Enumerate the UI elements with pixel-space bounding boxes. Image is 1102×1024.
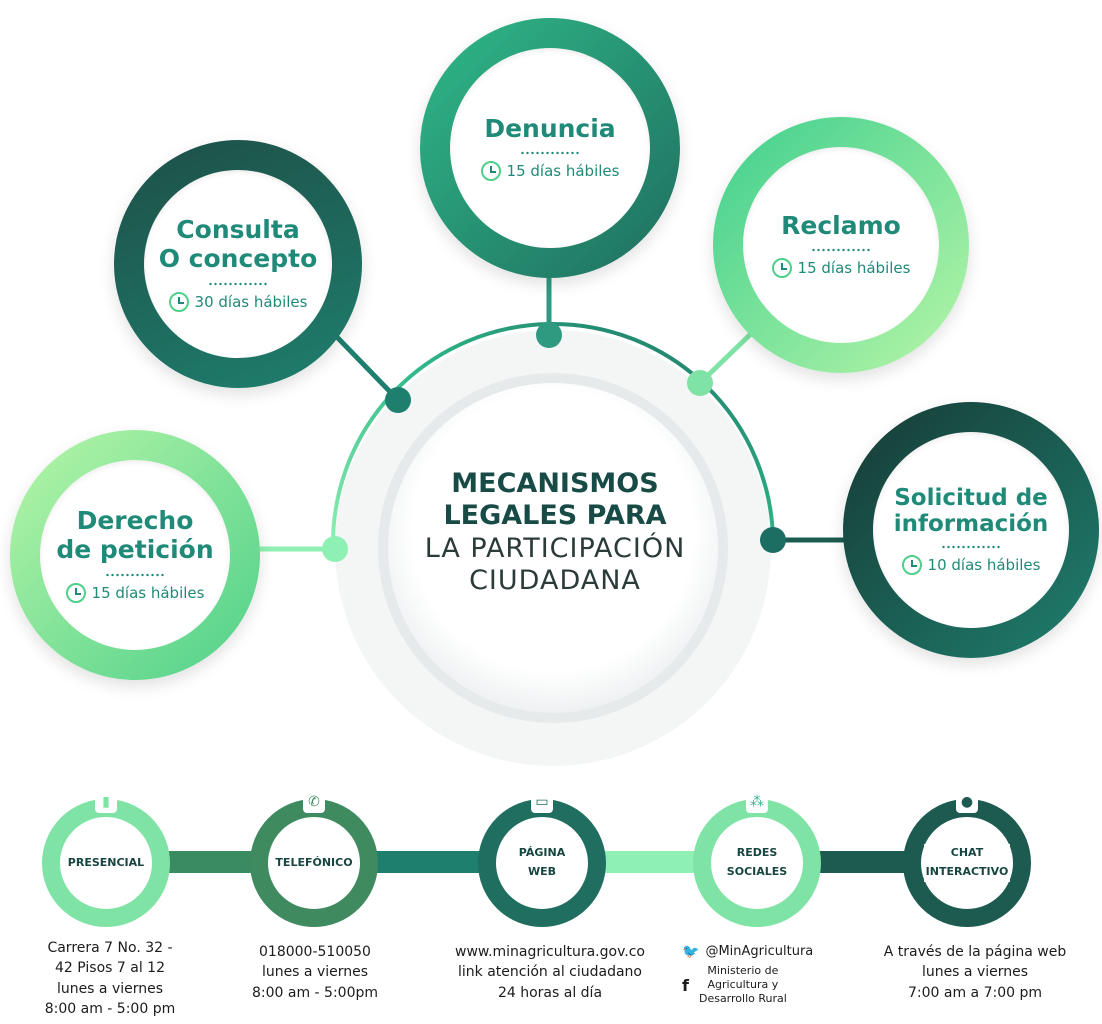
- center-line-2: LEGALES PARA: [443, 500, 667, 532]
- consulta-days: 30 días hábiles: [194, 292, 308, 311]
- channel-band-1: [140, 851, 280, 873]
- facebook-line-2: Agricultura y: [707, 978, 779, 992]
- solicitud-title-2: información: [893, 511, 1049, 537]
- monitor-icon: ▭: [531, 791, 553, 813]
- spoke-consulta: [333, 333, 400, 402]
- node-solicitud: [760, 527, 786, 553]
- building-icon: ▮: [95, 791, 117, 813]
- presencial-line-2: 42 Pisos 7 al 12: [55, 960, 165, 977]
- node-derecho: [322, 536, 348, 562]
- presencial-line-3: lunes a viernes: [56, 980, 164, 997]
- center-line-4: CIUDADANA: [469, 565, 641, 597]
- reclamo-days: 15 días hábiles: [797, 259, 911, 278]
- center-line-3: LA PARTICIPACIÓN: [424, 532, 686, 564]
- telefonico-line-3: 8:00 am - 5:00pm: [251, 984, 379, 1001]
- consulta-dots: [208, 281, 268, 286]
- facebook-line-1: Ministerio de: [707, 964, 779, 978]
- channel-band-4: [800, 851, 930, 873]
- mechanism-derecho-peticion: Derecho de petición 15 días hábiles: [10, 430, 260, 680]
- chat-label-2: INTERACTIVO: [923, 863, 1011, 882]
- telefonico-details: 018000-510050 lunes a viernes 8:00 am - …: [220, 942, 410, 1003]
- facebook-line-3: Desarrollo Rural: [698, 991, 787, 1005]
- derecho-dots: [105, 572, 165, 577]
- mechanism-reclamo: Reclamo 15 días hábiles: [713, 117, 969, 373]
- web-details: www.minagricultura.gov.co link atención …: [430, 942, 670, 1003]
- chat-bubble-icon: ●: [956, 791, 978, 813]
- channel-redes-sociales: REDES SOCIALES: [693, 799, 821, 927]
- phone-icon: ✆: [303, 791, 325, 813]
- denuncia-days: 15 días hábiles: [506, 162, 620, 181]
- web-line-2: link atención al ciudadano: [458, 964, 642, 981]
- channel-chat-interactivo: CHAT INTERACTIVO: [903, 799, 1031, 927]
- chat-details: A través de la página web lunes a vierne…: [860, 942, 1090, 1003]
- node-denuncia: [536, 322, 562, 348]
- presencial-label: PRESENCIAL: [65, 853, 147, 873]
- denuncia-title: Denuncia: [484, 113, 616, 143]
- derecho-days: 15 días hábiles: [91, 583, 205, 602]
- center-title: MECANISMOS LEGALES PARA LA PARTICIPACIÓN…: [390, 468, 720, 598]
- web-label-1: PÁGINA: [516, 844, 568, 863]
- center-line-1: MECANISMOS: [451, 468, 659, 499]
- consulta-title-1: Consulta: [176, 215, 300, 245]
- redes-label-2: SOCIALES: [724, 863, 790, 882]
- reclamo-title: Reclamo: [781, 210, 901, 240]
- clock-icon: [901, 555, 922, 576]
- node-consulta: [385, 387, 411, 413]
- clock-icon: [771, 258, 792, 279]
- mechanism-denuncia: Denuncia 15 días hábiles: [420, 18, 680, 278]
- channel-band-2: [360, 851, 500, 873]
- solicitud-title-1: Solicitud de: [894, 484, 1048, 511]
- clock-icon: [168, 291, 189, 312]
- consulta-title-2: O concepto: [158, 244, 318, 273]
- denuncia-dots: [520, 151, 580, 156]
- telefonico-label: TELEFÓNICO: [273, 853, 355, 873]
- mechanism-solicitud-informacion: Solicitud de información 10 días hábiles: [843, 402, 1099, 658]
- channel-pagina-web: PÁGINA WEB: [478, 799, 606, 927]
- mechanism-consulta: Consulta O concepto 30 días hábiles: [114, 140, 362, 388]
- channel-telefonico: TELEFÓNICO: [250, 799, 378, 927]
- redes-details: 🐦 @MinAgricultura f Ministerio de Agricu…: [682, 942, 842, 1006]
- clock-icon: [480, 161, 501, 182]
- presencial-details: Carrera 7 No. 32 - 42 Pisos 7 al 12 lune…: [10, 938, 210, 1019]
- channel-presencial: PRESENCIAL: [42, 799, 170, 927]
- twitter-handle[interactable]: @MinAgricultura: [705, 943, 814, 959]
- redes-label-1: REDES: [724, 844, 790, 863]
- presencial-line-4: 8:00 am - 5:00 pm: [44, 1000, 176, 1017]
- derecho-title-2: de petición: [56, 535, 214, 564]
- hub-inner-disc: [378, 373, 728, 723]
- presencial-line-1: Carrera 7 No. 32 -: [47, 940, 173, 956]
- telefonico-line-1: 018000-510050: [259, 944, 371, 960]
- solicitud-dots: [941, 545, 1001, 550]
- network-icon: ⁂: [746, 791, 768, 813]
- facebook-icon: f: [682, 976, 689, 996]
- clock-icon: [65, 582, 86, 603]
- chat-label-1: CHAT: [923, 844, 1011, 863]
- web-line-3: 24 horas al día: [497, 984, 603, 1001]
- chat-line-1: A través de la página web: [883, 944, 1067, 960]
- web-label-2: WEB: [516, 863, 568, 882]
- channel-band-3: [585, 851, 725, 873]
- web-line-1[interactable]: www.minagricultura.gov.co: [455, 944, 645, 960]
- reclamo-dots: [811, 248, 871, 253]
- derecho-title-1: Derecho: [76, 506, 194, 536]
- chat-line-2: lunes a viernes: [921, 964, 1029, 981]
- telefonico-line-2: lunes a viernes: [261, 964, 369, 981]
- chat-line-3: 7:00 am a 7:00 pm: [908, 984, 1042, 1001]
- solicitud-days: 10 días hábiles: [927, 556, 1041, 575]
- twitter-icon: 🐦: [682, 944, 700, 960]
- node-reclamo: [687, 370, 713, 396]
